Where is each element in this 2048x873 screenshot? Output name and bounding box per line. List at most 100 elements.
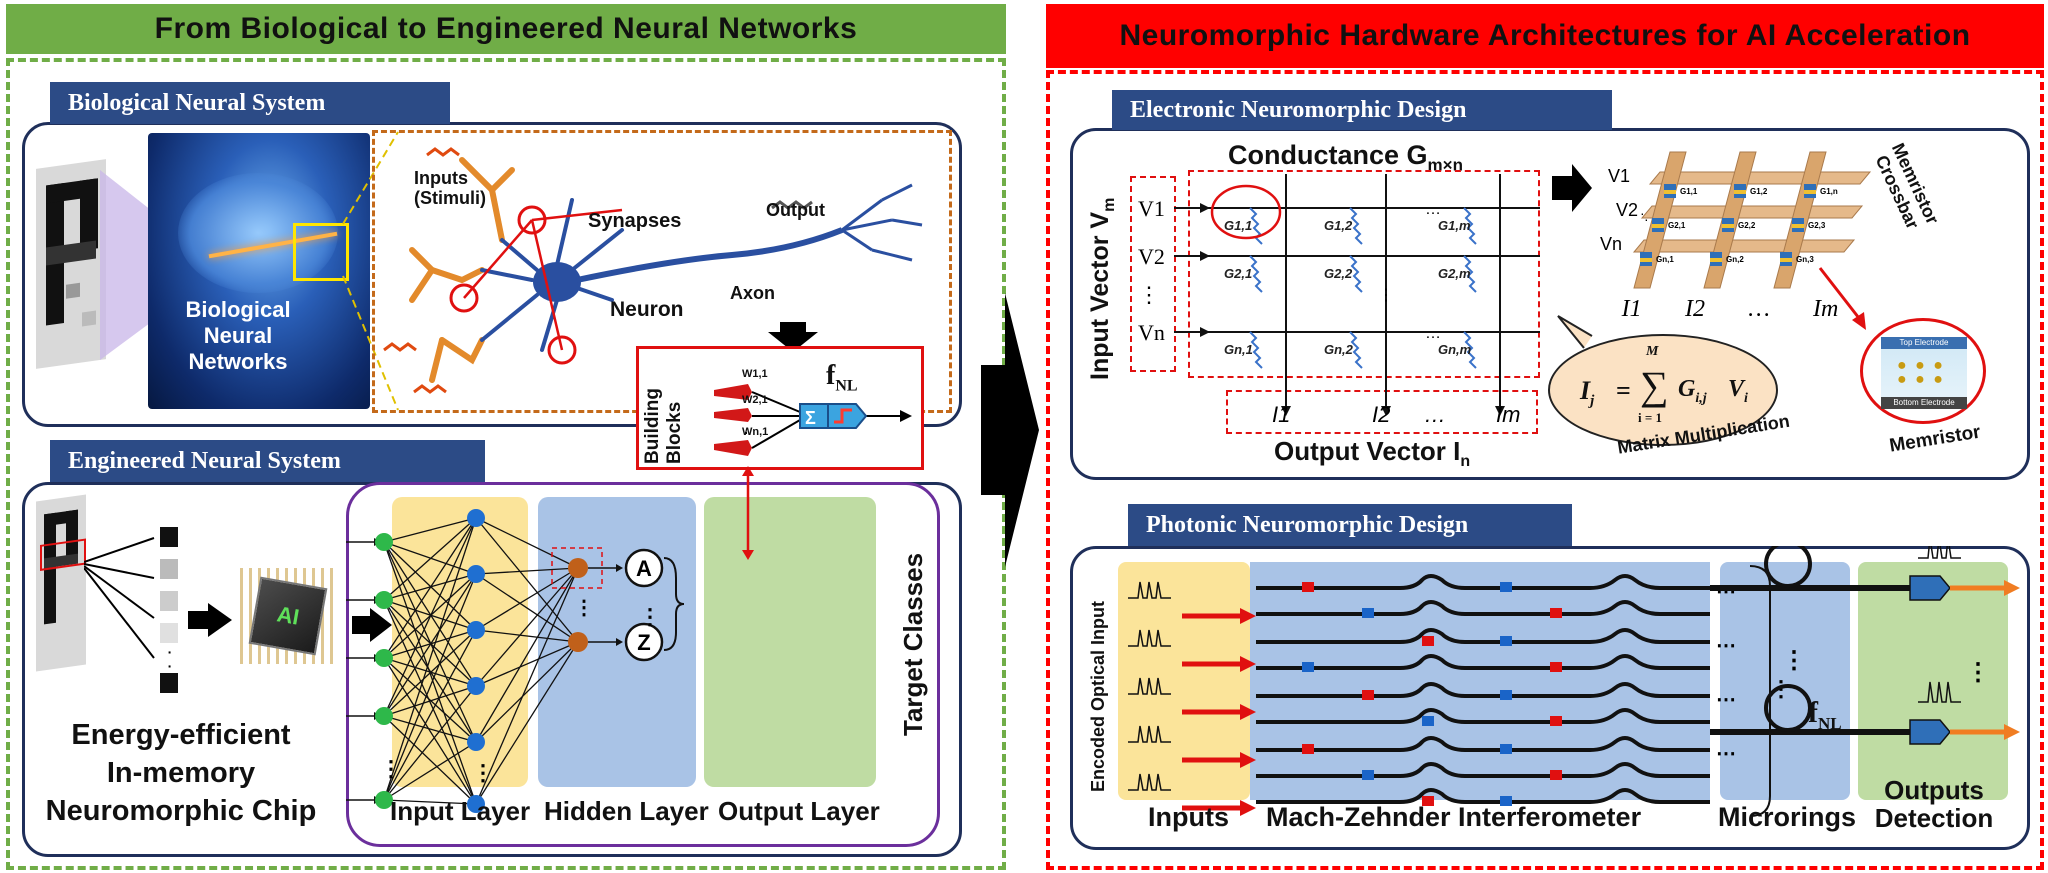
- weight-wn1: Wn,1: [742, 426, 769, 438]
- phase-shifter: [1362, 608, 1374, 618]
- bio-tab: Biological Neural System: [50, 82, 450, 124]
- input-vector-sub: m: [1101, 197, 1118, 212]
- input-neuron: [375, 591, 393, 609]
- brain-label-line1: Biological: [185, 297, 291, 322]
- i-vector-box: [1226, 390, 1538, 434]
- formula-sum-top: M: [1646, 344, 1659, 359]
- chip-caption-line3: Neuromorphic Chip: [45, 795, 317, 827]
- waveguide: [1256, 682, 1710, 698]
- memristor-cell-icon: [1349, 207, 1363, 245]
- chip-caption-line1: Energy-efficient: [71, 719, 291, 751]
- class-circle: [624, 622, 664, 662]
- mzi-ellipsis: ⋯: [1716, 689, 1736, 711]
- fnl-bio-f: f: [826, 360, 836, 391]
- hidden-neuron: [467, 509, 485, 527]
- input-laser-arrowhead: [1240, 704, 1256, 720]
- memristor-pillar-band: [1722, 224, 1734, 228]
- fnl-photonic-sub: NL: [1818, 714, 1842, 733]
- row-arrowhead: [1200, 327, 1210, 337]
- optical-pulse-icon: [1128, 629, 1171, 647]
- v-label: V1: [1138, 196, 1165, 221]
- top-bar: [1648, 171, 1872, 185]
- mzi-bg: [1250, 562, 1710, 800]
- class-z-label: Z: [637, 630, 650, 655]
- waveguides: [1256, 574, 1710, 804]
- crossbar-g-label: Gn,1: [1656, 255, 1674, 264]
- memristor-pillar-band: [1710, 258, 1722, 262]
- output-vector-text: Output Vector I: [1274, 436, 1461, 466]
- hidden-layer-label: Hidden Layer: [544, 796, 709, 826]
- photonic-inputs-label: Inputs: [1148, 802, 1229, 832]
- waveguide: [1256, 654, 1710, 670]
- phase-shifter: [1422, 796, 1434, 806]
- hidden-neuron: [467, 565, 485, 583]
- weight-w11: W1,1: [742, 368, 768, 380]
- brain-label-line3: Networks: [188, 349, 288, 374]
- waveguide: [1256, 788, 1710, 804]
- photonic-tab-label: Photonic Neuromorphic Design: [1146, 511, 1469, 538]
- electronic-tab-label: Electronic Neuromorphic Design: [1130, 96, 1467, 123]
- class-circle: [624, 548, 664, 588]
- crossbar-g-label: G1,2: [1750, 187, 1768, 196]
- mzi-ellipsis: ⋯: [1716, 743, 1736, 765]
- phase-shifter: [1422, 716, 1434, 726]
- output-neuron: [568, 558, 588, 578]
- col-arrowhead: [1495, 406, 1505, 416]
- waveguide: [1256, 628, 1710, 644]
- g-cell-label: G2,m: [1438, 266, 1471, 281]
- hidden-neuron: [467, 621, 485, 639]
- sum-symbol: Σ: [805, 408, 816, 428]
- output-vector-sub: n: [1460, 453, 1471, 471]
- v-label: V2: [1138, 244, 1165, 269]
- g-cell-label: G1,m: [1438, 218, 1471, 233]
- weight-w21: W2,1: [742, 394, 768, 406]
- output-arrowhead: [616, 564, 623, 572]
- inputs-stimuli-label: Inputs (Stimuli): [414, 168, 486, 208]
- encoded-optical-input-label: Encoded Optical Input: [1088, 600, 1108, 792]
- output-pulse-icon: [1918, 546, 1961, 559]
- inputs-line2: (Stimuli): [414, 188, 486, 208]
- crossbar-g-label: G1,1: [1680, 187, 1698, 196]
- brain-label-line2: Neural: [203, 323, 273, 348]
- microring-icon: [1764, 546, 1812, 588]
- top-electrode-label: Top Electrode: [1881, 337, 1967, 349]
- network-box: [346, 482, 940, 847]
- hidden-ellipsis: ⋮: [472, 760, 494, 785]
- memristor-pillar-band: [1664, 190, 1676, 194]
- output-arrowhead: [2004, 724, 2020, 740]
- crossbar-g-label: G1,n: [1820, 187, 1838, 196]
- top-bar: [1640, 205, 1864, 219]
- highlight-ellipse: [1210, 184, 1282, 240]
- memristor-pillar-band: [1734, 190, 1746, 194]
- phase-shifter: [1302, 582, 1314, 592]
- g-cell-label: G1,1: [1224, 218, 1252, 233]
- optical-pulse-icon: [1128, 677, 1171, 695]
- waveguide: [1256, 574, 1710, 590]
- formula-sum-bottom: i = 1: [1638, 410, 1663, 425]
- phase-shifter: [1500, 636, 1512, 646]
- eng-tab: Engineered Neural System: [50, 440, 485, 482]
- memristor-cell-icon: [1349, 331, 1363, 369]
- formula-g: G: [1678, 376, 1696, 402]
- input-layer-label: Input Layer: [390, 796, 531, 826]
- g-cell-label: G1,2: [1324, 218, 1353, 233]
- memristor-cell-icon: [1349, 255, 1363, 293]
- left-banner: From Biological to Engineered Neural Net…: [6, 4, 1006, 54]
- phase-shifter: [1500, 690, 1512, 700]
- input-pixel-image: [36, 494, 86, 672]
- crossbar-im: Im: [1812, 296, 1839, 322]
- microrings-label: Microrings: [1718, 802, 1857, 832]
- formula-equals: =: [1616, 376, 1631, 405]
- outputs-bg: [1858, 562, 2008, 800]
- crossbar-i1: I1: [1621, 296, 1642, 322]
- waveguide: [1256, 708, 1710, 724]
- phase-shifter: [1362, 690, 1374, 700]
- memristor-pillar-band: [1652, 224, 1664, 228]
- output-ellipsis: ⋮: [1966, 659, 1990, 686]
- building-line2: Blocks: [664, 401, 685, 464]
- g-cell-label: G2,1: [1224, 266, 1252, 281]
- formula-v: V: [1728, 376, 1745, 402]
- input-layer-bg: [392, 497, 528, 787]
- input-vector-text: Input Vector V: [1086, 211, 1114, 380]
